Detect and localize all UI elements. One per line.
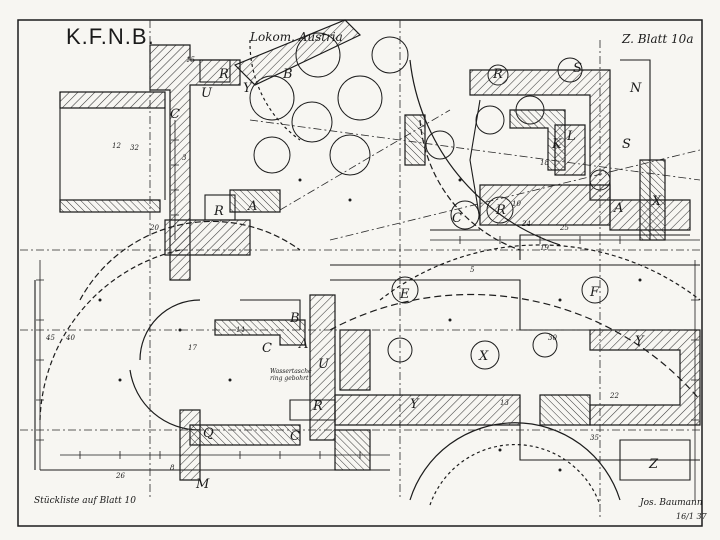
drawing-title: K.F.N.B. [66,24,155,49]
signature-date: 16/1 37 [676,512,707,521]
part-label: B [282,67,293,82]
part-label: E [399,287,410,302]
sheet-label: Blatt 10a [637,32,694,46]
part-label: L [566,129,576,144]
part-label: X [478,349,489,364]
signature: Jos. Baumann [640,498,703,508]
part-label: U [201,86,213,101]
dimension-label: 45 [45,334,55,342]
dimension-label: 24 [521,220,531,228]
part-label: A [613,201,623,216]
dimension-label: 20 [149,224,159,232]
dimension-label: 22 [609,392,619,400]
dimension-label: 3 [182,154,187,162]
parts-list-reference: Stückliste auf Blatt 10 [34,496,137,506]
dimension-label: 5 [470,266,475,274]
part-label: A [298,337,308,352]
part-label: S [573,61,582,76]
dimension-label: 40 [65,334,75,342]
part-label: C [262,341,272,356]
dimension-label: 8 [170,464,175,472]
part-label: S [622,137,631,152]
dimension-label: 17 [188,344,197,352]
part-label: C [170,107,180,122]
part-label: Y [635,334,645,349]
part-label: U [318,357,330,372]
part-label: Y [410,397,420,412]
part-label: R [495,203,506,218]
dimension-label: 25 [559,224,569,232]
part-label: M [195,477,210,492]
dimension-ticks [36,120,700,500]
part-label: Q [203,426,214,441]
dimension-label: 10 [512,200,521,208]
dimension-label: 35 [590,434,599,442]
part-label: K [551,137,563,152]
sheet-prefix: Z. [622,32,634,46]
part-label: A [247,199,257,214]
dimension-label: 19 [540,244,549,252]
centre-lines [20,20,701,520]
dimension-numbers: 32 12 3 15 20 18 25 10 30 5 45 8 40 14 2… [45,56,619,480]
hatched-sections [59,19,701,481]
sheet-border [17,19,703,527]
part-label: B [289,311,300,326]
part-label: C [290,429,300,444]
part-label: Z [648,457,659,472]
dimension-label: 18 [540,159,549,167]
part-label: F [589,285,600,300]
part-label: R [213,204,224,219]
part-letters: R B Y U C R A R K L N S X C R A E F B C … [170,61,662,492]
part-label: C [452,211,462,226]
dimension-label: 14 [236,326,245,334]
dimension-label: 13 [500,399,509,407]
part-label: Y [243,81,253,96]
rivet-marks [98,178,642,472]
structure-lines [34,59,700,481]
sheet-number: Z. Blatt 10a [622,32,693,46]
part-label: R [218,67,229,82]
dimension-label: 15 [186,56,195,64]
dimension-label: 12 [112,142,121,150]
dimension-label: 30 [548,334,557,342]
part-label: X [651,194,662,209]
locomotive-name: Lokom. Austria [250,30,343,44]
part-label: N [629,81,642,96]
part-label: R [312,399,323,414]
annotation-note: Wassertasche ring gebohrt [270,368,312,382]
dimension-label: 26 [115,472,125,480]
dimension-label: 32 [130,144,139,152]
part-label: R [492,67,503,82]
